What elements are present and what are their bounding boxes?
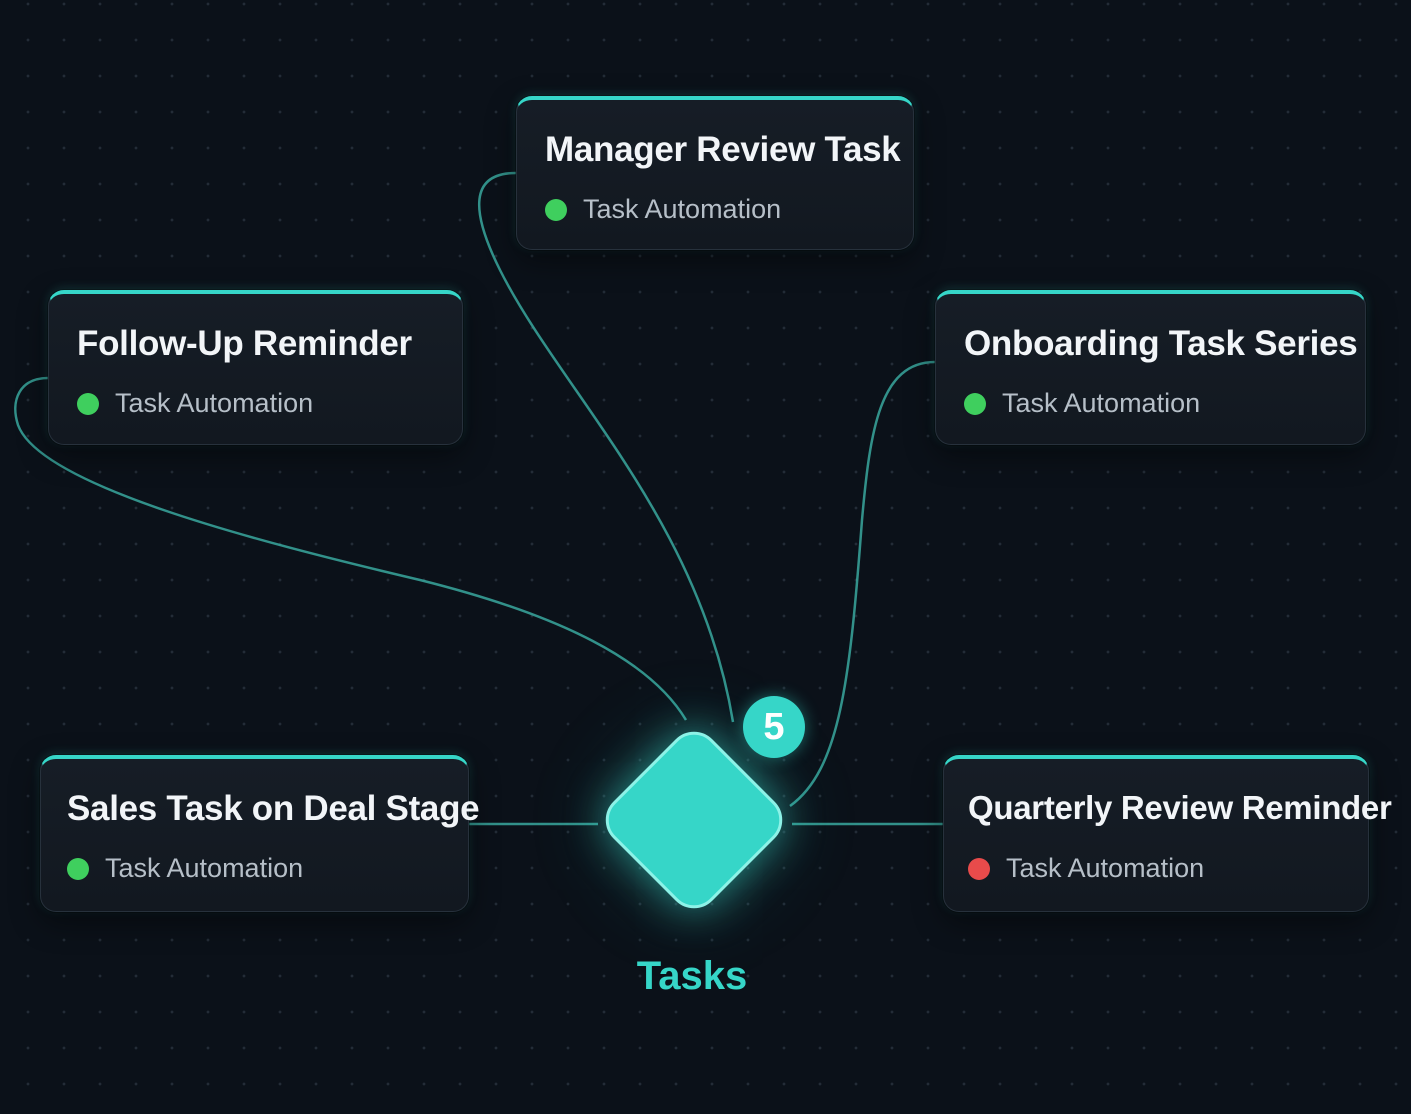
node-sales-task[interactable]: Sales Task on Deal Stage Task Automation [40,755,480,912]
status-dot-icon [968,857,990,880]
node-status-row: Task Automation [67,853,303,884]
edge-manager-review [477,171,735,723]
node-status-row: Task Automation [545,194,781,225]
node-type-label: Task Automation [1002,388,1201,418]
node-onboarding[interactable]: Onboarding Task Series Task Automation [935,290,1366,445]
node-title: Manager Review Task [545,130,901,169]
node-follow-up[interactable]: Follow-Up Reminder Task Automation [48,290,463,445]
node-status-row: Task Automation [964,388,1200,419]
hub-label: Tasks [636,954,748,998]
node-title: Onboarding Task Series [964,324,1358,363]
node-title: Follow-Up Reminder [77,324,412,363]
node-status-row: Task Automation [968,853,1204,884]
node-quarterly-review[interactable]: Quarterly Review Reminder Task Automatio… [943,755,1392,912]
node-title: Quarterly Review Reminder [968,789,1392,826]
node-status-row: Task Automation [77,388,313,419]
status-dot-icon [77,392,99,415]
node-type-label: Task Automation [583,194,782,224]
node-title: Sales Task on Deal Stage [67,789,480,828]
status-dot-icon [964,392,986,415]
node-type-label: Task Automation [115,388,314,418]
task-count-badge: 5 [743,696,805,758]
edge-onboarding [789,360,936,808]
edge-follow-up [14,376,688,721]
status-dot-icon [67,857,89,880]
status-dot-icon [545,198,567,221]
node-type-label: Task Automation [105,853,304,883]
node-type-label: Task Automation [1006,853,1205,883]
node-manager-review[interactable]: Manager Review Task Task Automation [516,96,914,250]
